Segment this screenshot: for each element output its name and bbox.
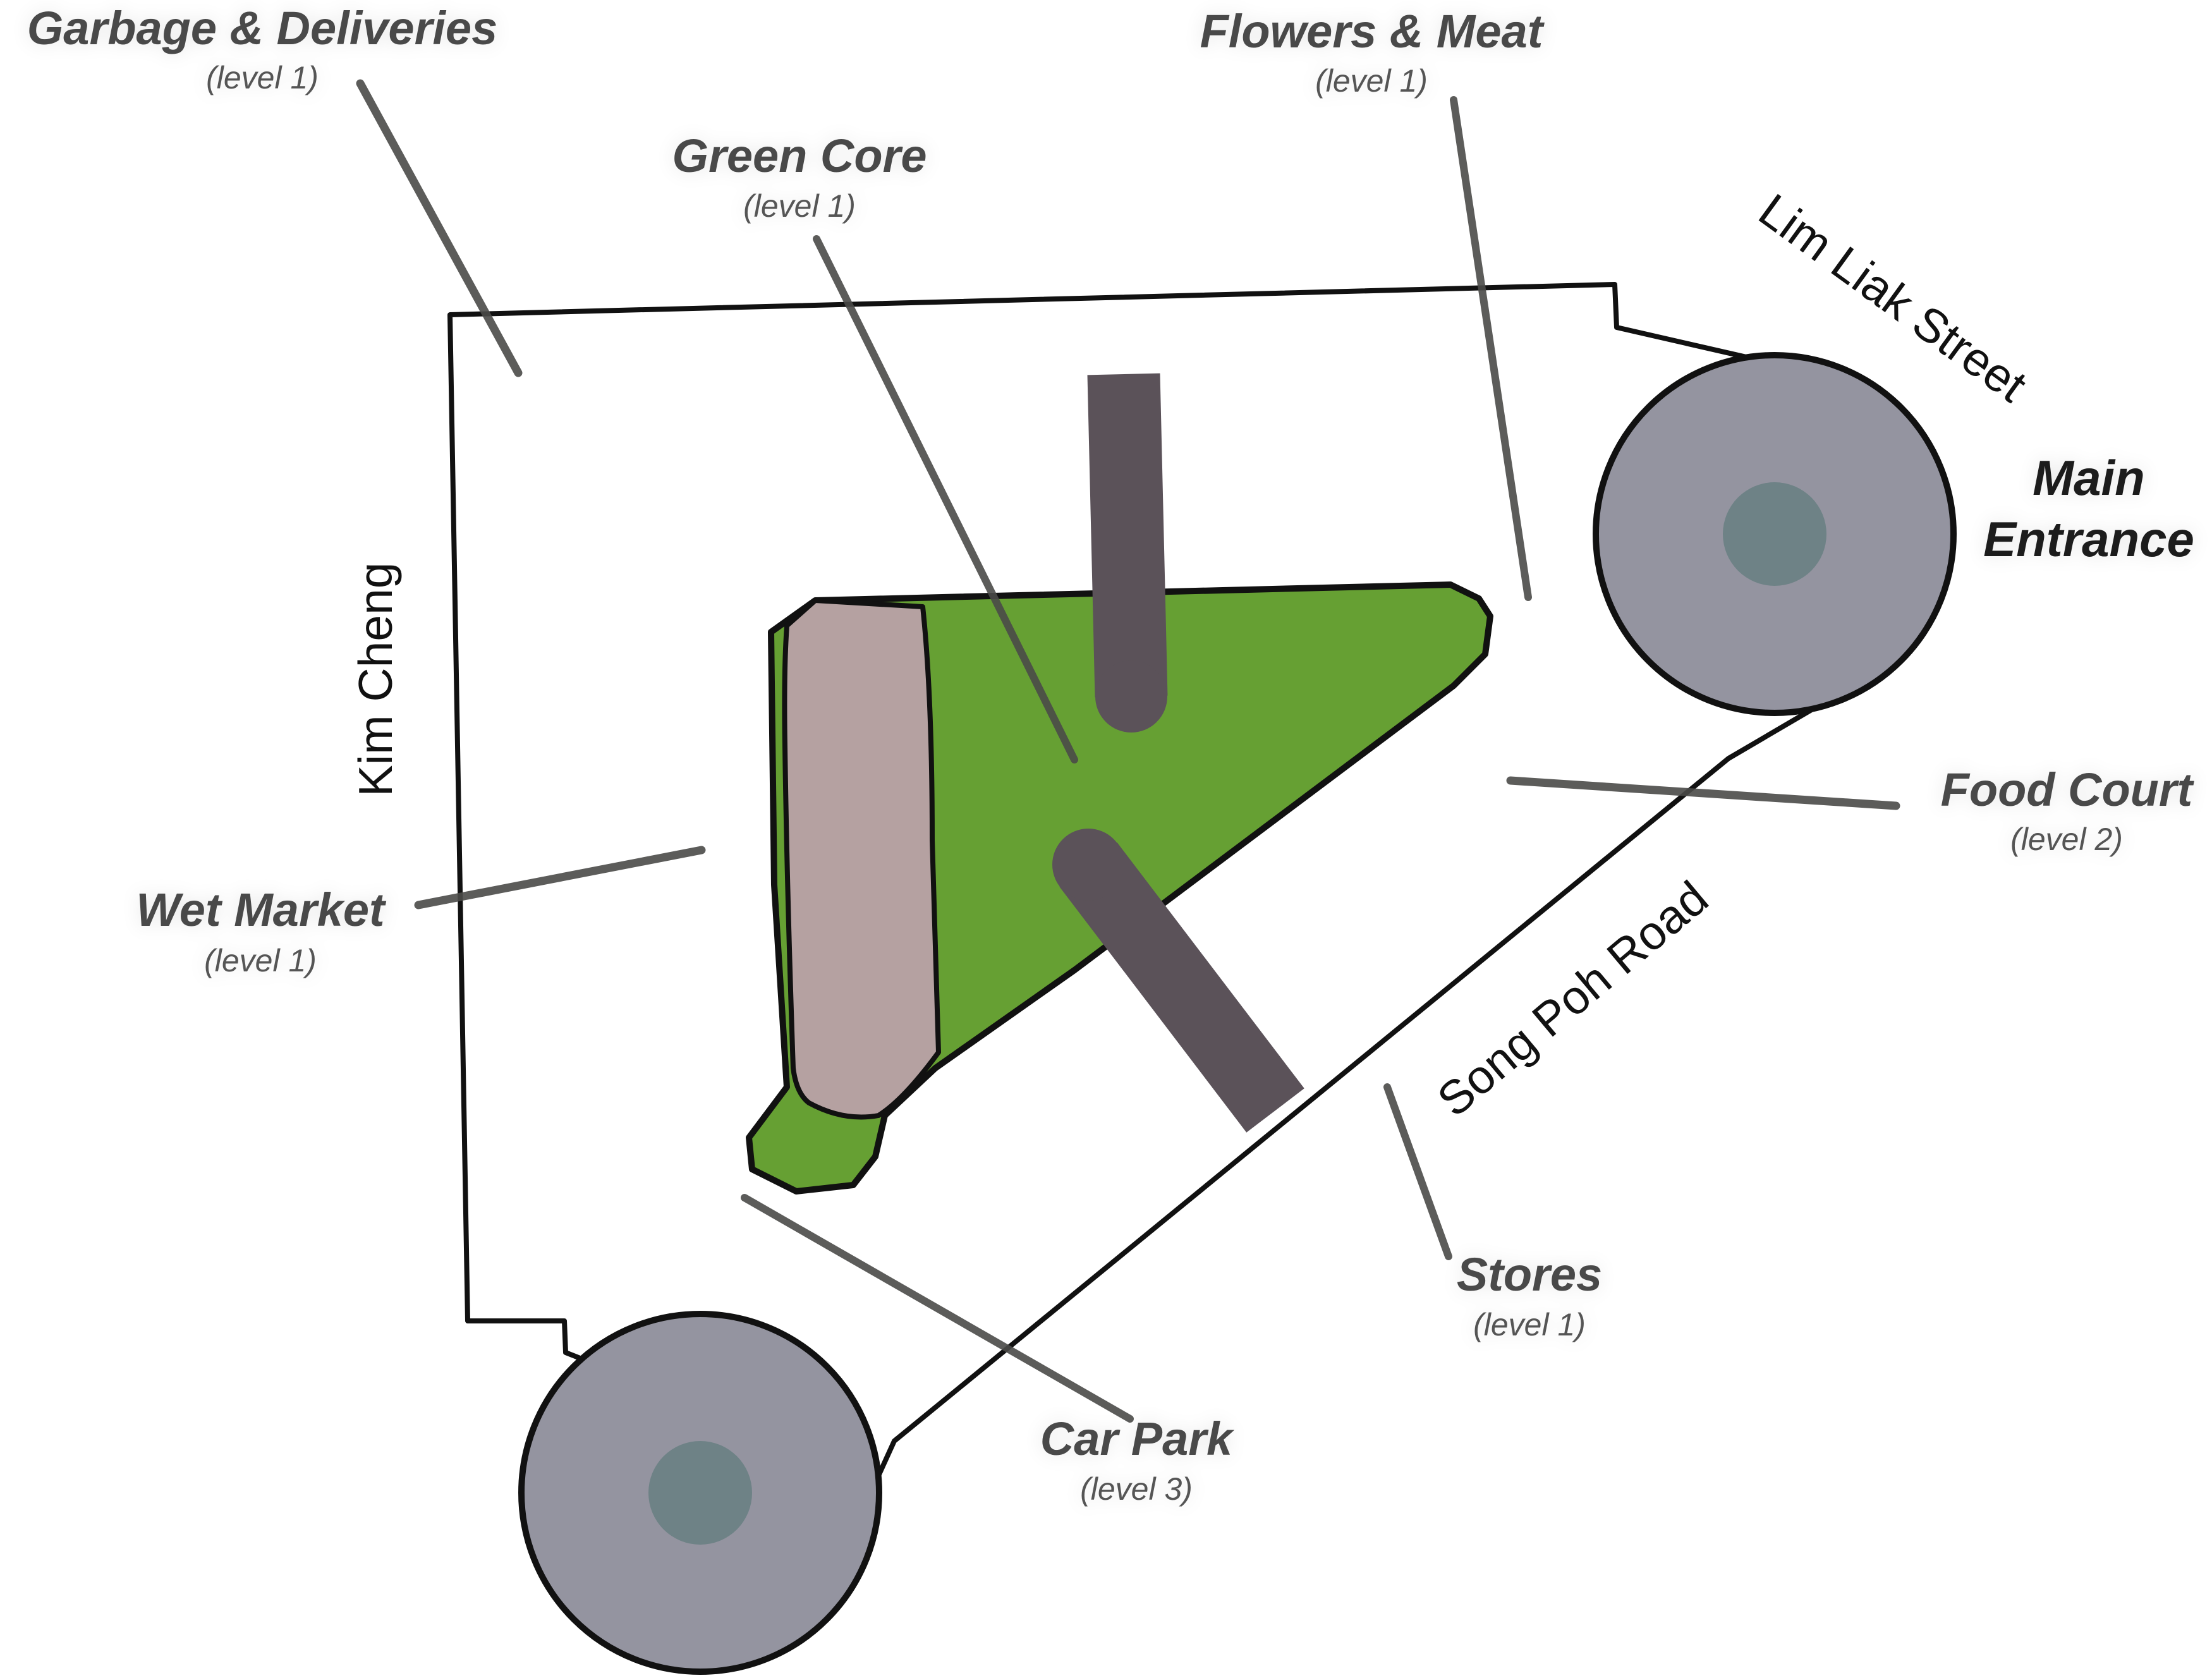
car-park-circle-west-center: [648, 1441, 752, 1545]
label-car-park: Car Park (level 3): [1040, 1413, 1235, 1507]
label-flowers-title: Flowers & Meat: [1200, 5, 1545, 58]
leader-car-park: [741, 1194, 1134, 1423]
leader-green-core: [813, 235, 1078, 763]
label-food-court-level: (level 2): [2010, 822, 2123, 857]
label-food-court: Food Court (level 2): [1941, 763, 2195, 857]
label-main-entrance: Main Entrance: [1983, 450, 2194, 567]
leader-food-court: [1506, 776, 1900, 810]
label-green-core-level: (level 1): [743, 188, 856, 224]
leader-garbage: [356, 79, 523, 377]
label-garbage-deliveries: Garbage & Deliveries (level 1): [27, 2, 497, 95]
label-wet-market-title: Wet Market: [136, 884, 387, 936]
label-main-entrance-line2: Entrance: [1983, 511, 2194, 567]
street-label-kim-cheng: Kim Cheng: [349, 562, 402, 796]
label-stores: Stores (level 1): [1457, 1248, 1602, 1342]
label-green-core-title: Green Core: [672, 130, 927, 182]
label-flowers-meat: Flowers & Meat (level 1): [1200, 5, 1545, 99]
label-wet-market: Wet Market (level 1): [136, 884, 387, 978]
ramp-north-end: [1095, 660, 1167, 733]
label-garbage-level: (level 1): [206, 60, 319, 95]
leader-wet-market: [414, 846, 706, 909]
leader-stores: [1383, 1083, 1452, 1260]
ramp-south: [1059, 842, 1304, 1133]
wet-market-block: [782, 598, 941, 1120]
label-garbage-title: Garbage & Deliveries: [27, 2, 497, 54]
car-park-circle-east-center: [1723, 482, 1826, 586]
label-green-core: Green Core (level 1): [672, 130, 927, 224]
leader-flowers: [1450, 96, 1532, 601]
label-wet-market-level: (level 1): [204, 943, 317, 978]
label-main-entrance-line1: Main: [2033, 450, 2145, 506]
ramp-north: [1087, 373, 1168, 698]
ramp-south-end: [1052, 829, 1124, 901]
label-car-park-title: Car Park: [1040, 1413, 1235, 1465]
label-stores-level: (level 1): [1473, 1307, 1586, 1342]
label-food-court-title: Food Court: [1941, 763, 2195, 816]
label-car-park-level: (level 3): [1080, 1471, 1193, 1507]
leader-lines: [356, 79, 1900, 1423]
label-flowers-level: (level 1): [1315, 63, 1428, 99]
label-stores-title: Stores: [1457, 1248, 1602, 1301]
